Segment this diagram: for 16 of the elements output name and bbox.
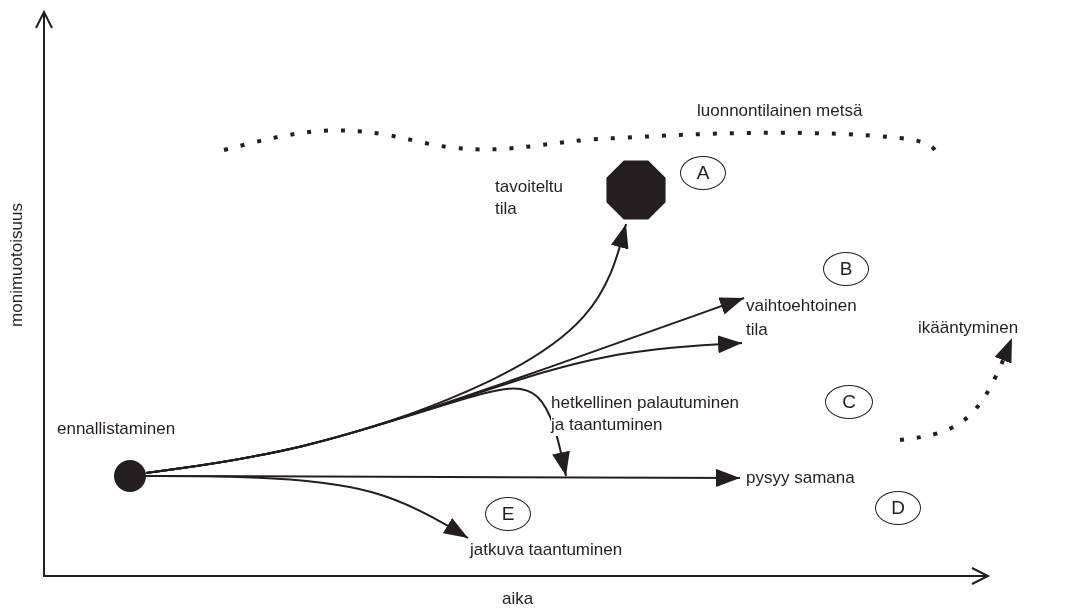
node-label: tavoiteltu tila <box>495 176 565 220</box>
curve-label: luonnontilainen metsä <box>697 100 863 122</box>
axis-title: aika <box>502 588 534 610</box>
state-label: ikääntyminen <box>918 316 1058 340</box>
letter-ellipse: A <box>680 156 726 190</box>
letter-ellipse: C <box>825 385 873 419</box>
letter-ellipse: D <box>875 491 921 525</box>
state-label: jatkuva taantuminen <box>470 538 660 562</box>
state-label: vaihtoehtoinen tila <box>746 294 876 342</box>
state-label: pysyy samana <box>746 466 876 490</box>
axis-title: monimuotoisuus <box>6 202 27 329</box>
node-label: ennallistaminen <box>57 418 177 440</box>
dotted-arrow <box>899 337 1014 442</box>
arrow <box>145 387 570 477</box>
letter-ellipse: E <box>485 497 531 531</box>
letter-ellipse: B <box>823 252 869 286</box>
